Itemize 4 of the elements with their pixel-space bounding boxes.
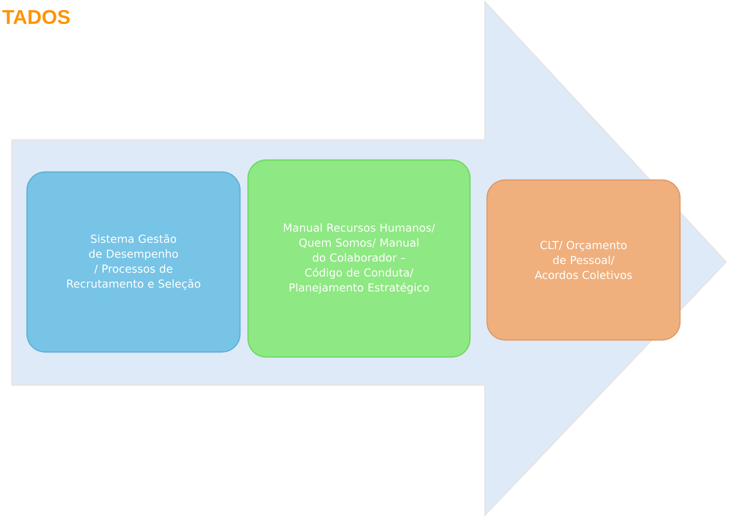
process-box: CLT/ Orçamento de Pessoal/ Acordos Coletivos	[486, 179, 681, 341]
process-box: Manual Recursos Humanos/ Quem Somos/ Manual do Colaborador – Código de Conduta/ Planejamento Estratégico	[247, 159, 471, 358]
title: TADOS	[2, 10, 70, 24]
process-box: Sistema Gestão de Desempenho / Processos de Recrutamento e Seleção	[26, 171, 241, 353]
